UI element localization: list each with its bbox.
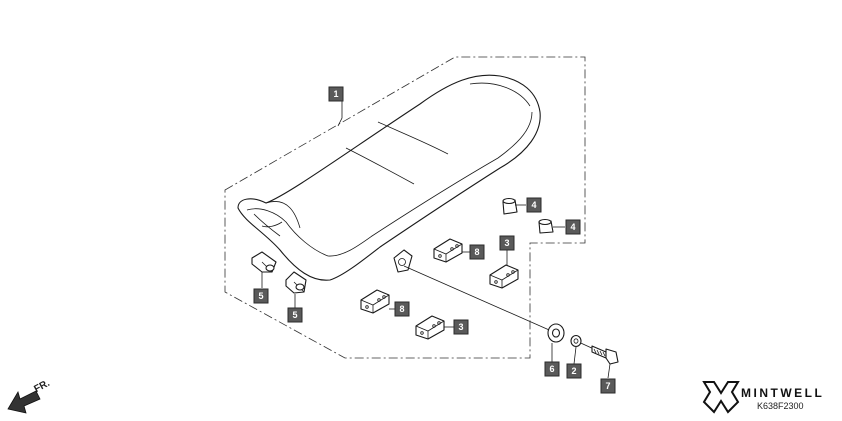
svg-text:7: 7 (605, 381, 610, 391)
rubber-collar (547, 323, 565, 343)
svg-text:8: 8 (399, 304, 404, 314)
svg-text:4: 4 (570, 222, 575, 232)
svg-text:1: 1 (333, 89, 338, 99)
callout-8-upper: 8 (469, 244, 485, 260)
spacer-block-3-lower (415, 315, 445, 340)
bolt-axis-line (403, 265, 557, 334)
seat-knob-right (285, 271, 307, 294)
spacer-block-3-upper (489, 264, 519, 289)
callout-4-upper: 4 (526, 197, 542, 213)
spacer-block-8-upper (433, 238, 463, 263)
diagram-code: K638F2300 (757, 401, 804, 411)
front-direction-arrow (7, 390, 41, 414)
svg-text:4: 4 (531, 200, 536, 210)
flange-bolt (591, 345, 619, 365)
callout-3-lower: 3 (453, 319, 469, 335)
callout-2: 2 (566, 363, 582, 379)
svg-text:5: 5 (292, 310, 297, 320)
svg-text:6: 6 (549, 364, 554, 374)
svg-text:8: 8 (474, 247, 479, 257)
callout-5-right: 5 (287, 307, 303, 323)
rubber-cushion-upper (502, 197, 518, 215)
washer (570, 334, 582, 348)
brand-name: MINTWELL (741, 386, 825, 400)
leader-lines (261, 100, 611, 379)
svg-text:5: 5 (258, 291, 263, 301)
assembly-boundary (224, 56, 586, 359)
spacer-block-8-lower (360, 289, 390, 314)
callout-3-upper: 3 (499, 235, 515, 251)
rubber-cushion-lower (538, 218, 554, 234)
svg-text:3: 3 (458, 322, 463, 332)
callout-5-left: 5 (253, 288, 269, 304)
mintwell-logo-mark (702, 381, 740, 414)
callout-6: 6 (544, 361, 560, 377)
callout-7: 7 (600, 378, 616, 394)
callout-8-lower: 8 (394, 301, 410, 317)
callout-1: 1 (328, 86, 344, 102)
svg-text:3: 3 (504, 238, 509, 248)
seat-knob-left (251, 251, 277, 273)
callout-4-lower: 4 (565, 219, 581, 235)
seat (237, 74, 541, 281)
svg-text:2: 2 (571, 366, 576, 376)
